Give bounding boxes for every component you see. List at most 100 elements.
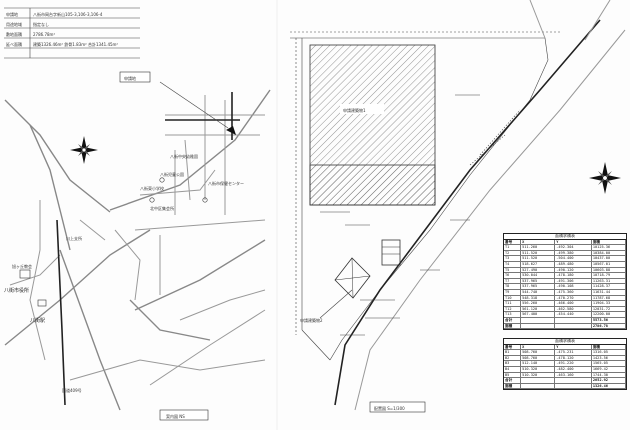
site-label: 申請地 xyxy=(124,75,136,81)
place-label: 北中区集会所 xyxy=(150,205,174,211)
table-cell: 1326.46 xyxy=(592,383,626,389)
table-cell: 面積 xyxy=(592,239,626,245)
north-arrow-icon xyxy=(70,136,98,164)
table-row: 面積 2786.78 xyxy=(504,323,626,330)
table-cell: -463.160 xyxy=(555,372,592,378)
table-cell: T10 xyxy=(504,295,522,301)
info-value: 指定なし xyxy=(33,21,49,27)
table-cell: T9 xyxy=(504,289,522,295)
table-cell: B5 xyxy=(504,372,522,378)
table-cell: 512.140 xyxy=(521,361,556,366)
place-label: 八街市保健センター xyxy=(208,180,244,186)
info-label: 延べ面積 xyxy=(6,41,22,47)
table-cell: 1565.05 xyxy=(592,361,626,366)
table-cell: 番号 xyxy=(504,239,522,245)
svg-text:案内図 NS: 案内図 NS xyxy=(166,413,185,419)
table-cell: X xyxy=(521,344,556,350)
table-cell: 11904.33 xyxy=(592,301,626,306)
table-cell: Y xyxy=(555,239,592,245)
place-label: 旭ヶ丘教会 xyxy=(12,263,32,269)
building-2: 申請建築物2 xyxy=(300,239,401,323)
table-cell: 2786.78 xyxy=(592,323,626,329)
location-map-roads xyxy=(4,89,271,411)
table-cell: 561.120 xyxy=(521,306,556,312)
area-table-title: 面積求積表 xyxy=(504,233,626,240)
building-label: 申請建築物1 xyxy=(343,107,366,113)
table-row: 合計 2652.92 xyxy=(504,378,626,384)
area-table-title: 面積求積表 xyxy=(504,338,626,345)
table-cell: 537.965 xyxy=(521,284,556,289)
table-cell: 1423.56 xyxy=(592,355,626,361)
table-cell: X xyxy=(521,239,556,245)
table-cell: 面積 xyxy=(504,383,522,389)
location-map-caption: 案内図 NS xyxy=(159,409,209,421)
table-cell: 番号 xyxy=(504,344,522,350)
table-cell: 10603.88 xyxy=(592,267,626,273)
table-cell: T7 xyxy=(504,278,522,284)
table-cell: -475.360 xyxy=(555,289,592,295)
table-cell: 12031.72 xyxy=(592,306,626,312)
plan-annotations xyxy=(320,94,480,336)
table-row: 面積 1326.46 xyxy=(504,383,626,390)
table-cell: 合計 xyxy=(504,378,522,383)
table-cell: 527.490 xyxy=(521,267,556,273)
table-cell: T1 xyxy=(504,245,522,250)
table-cell: 1744.30 xyxy=(592,372,626,378)
table-cell: 518.627 xyxy=(521,261,556,267)
table-cell: 567.400 xyxy=(521,312,556,317)
table-cell: 11631.44 xyxy=(592,289,626,295)
table-cell: 面積 xyxy=(592,344,626,350)
table-cell: T13 xyxy=(504,312,522,317)
place-label: 八街中央幼稚園 xyxy=(170,153,198,159)
table-cell: 537.965 xyxy=(521,278,556,284)
table-cell: 530.044 xyxy=(521,273,556,278)
table-cell: Y xyxy=(555,344,592,350)
table-cell xyxy=(555,323,592,329)
table-cell: 面積 xyxy=(504,323,522,329)
table-cell: -491.306 xyxy=(555,278,592,284)
info-value: 建築1326.46m² 鉄骨1.83m² 合計1341.45m² xyxy=(33,41,118,47)
table-cell: T6 xyxy=(504,273,522,278)
info-table: 申請地 八街市岡台字新山105-3,106-3,106-4 用途地域 指定なし … xyxy=(4,7,140,59)
table-cell: -478.120 xyxy=(555,355,592,361)
info-value: 八街市岡台字新山105-3,106-3,106-4 xyxy=(33,11,103,17)
building2-label: 申請建築物2 xyxy=(300,317,323,323)
north-arrow-icon xyxy=(589,162,621,194)
table-cell: B1 xyxy=(504,350,522,355)
table-cell: T12 xyxy=(504,306,522,312)
table-cell: 2652.92 xyxy=(592,378,626,383)
place-label-station: 八街駅 xyxy=(30,317,45,324)
table-cell: -454.440 xyxy=(555,312,592,317)
table-cell: 511.260 xyxy=(521,245,556,250)
svg-text:配置図 S=1/300: 配置図 S=1/300 xyxy=(374,405,405,411)
table-cell: -491.220 xyxy=(555,361,592,366)
info-label: 用途地域 xyxy=(6,21,22,27)
table-cell: -492.304 xyxy=(555,245,592,250)
table-cell: 1316.05 xyxy=(592,350,626,355)
table-cell: B4 xyxy=(504,366,522,372)
table-cell: B3 xyxy=(504,361,522,366)
table-cell: -470.270 xyxy=(555,295,592,301)
table-cell: 511.520 xyxy=(521,250,556,256)
site-marker: 申請地 xyxy=(119,71,236,135)
table-cell: 544.740 xyxy=(521,289,556,295)
table-cell: T8 xyxy=(504,284,522,289)
table-cell: 11787.68 xyxy=(592,295,626,301)
